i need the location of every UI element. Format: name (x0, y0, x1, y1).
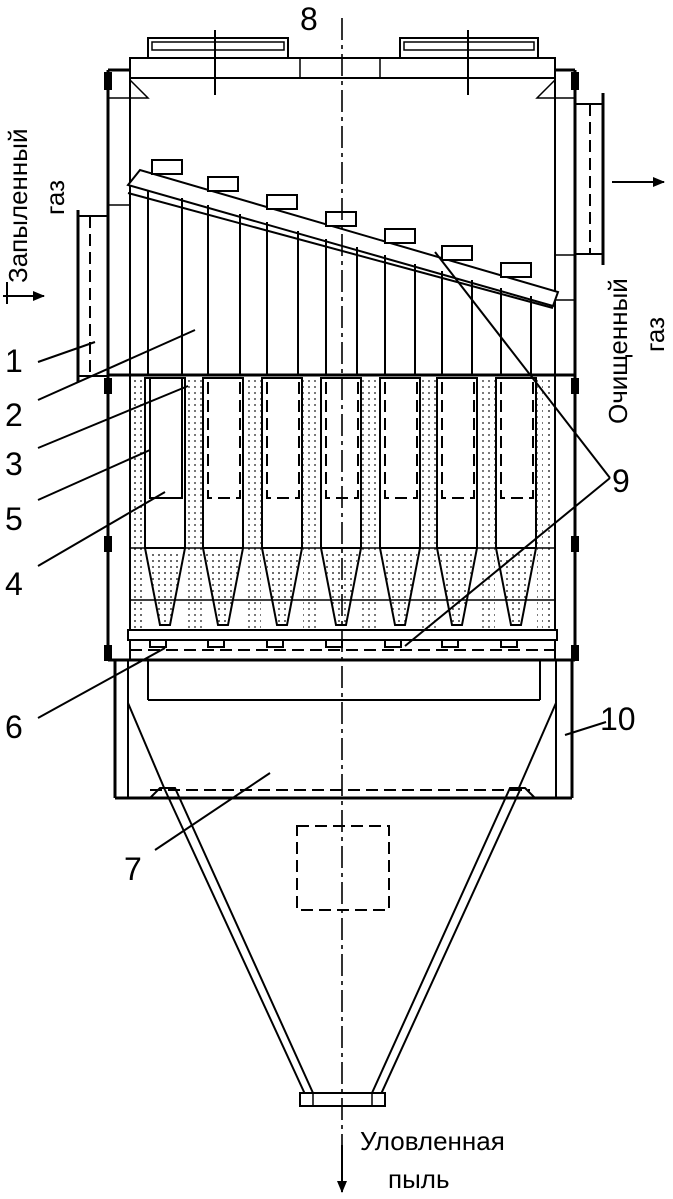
dust-line1: Уловленная (360, 1126, 505, 1156)
inclined-tube-sheet (126, 168, 560, 309)
cyclone-3 (261, 377, 303, 626)
housing (104, 68, 579, 661)
dust-line2: пыль (388, 1164, 449, 1194)
leader-lines (37, 251, 611, 851)
outlet-gas-label: Очищенный газ (603, 278, 670, 424)
inlet-gas-line2: газ (40, 180, 70, 215)
inlet-gas-line1: Запыленный (3, 129, 33, 284)
outlet-nozzle (575, 93, 605, 265)
callout-5: 5 (5, 501, 23, 537)
callout-8: 8 (300, 1, 318, 37)
flow-arrows (3, 177, 665, 1193)
cyclone-2 (202, 377, 244, 626)
hopper-cone (149, 787, 536, 1107)
callout-numbers: 1 2 3 5 4 6 7 8 9 10 (5, 1, 636, 887)
cyclone-1 (144, 377, 186, 626)
callout-1: 1 (5, 343, 23, 379)
callout-9: 9 (612, 463, 630, 499)
callout-3: 3 (5, 446, 23, 482)
callout-2: 2 (5, 397, 23, 433)
callout-6: 6 (5, 709, 23, 745)
outlet-gas-line2: газ (640, 317, 670, 352)
cyclone-4 (320, 377, 362, 626)
inspection-hatch (296, 825, 390, 911)
cyclone-6 (436, 377, 478, 626)
inlet-nozzle (76, 210, 108, 382)
inlet-gas-label: Запыленный газ (3, 129, 70, 284)
outlet-gas-line1: Очищенный (603, 278, 633, 424)
exhaust-tube-caps (151, 159, 532, 278)
top-cover (129, 30, 556, 95)
bunker (113, 660, 574, 800)
outlet-tubes (147, 190, 532, 375)
cyclone-5 (379, 377, 421, 626)
callout-7: 7 (124, 851, 142, 887)
cyclone-7 (495, 377, 537, 626)
callout-4: 4 (5, 566, 23, 602)
callout-10: 10 (600, 701, 636, 737)
top-flange-right (399, 30, 539, 95)
top-flange-left (147, 30, 289, 95)
dust-label: Уловленная пыль (360, 1126, 505, 1194)
